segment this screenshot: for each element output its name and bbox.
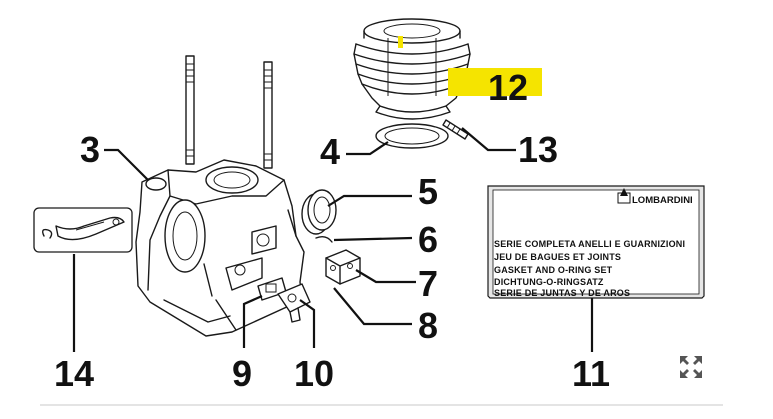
kit-line: SERIE COMPLETA ANELLI E GUARNIZIONI	[494, 239, 685, 249]
callout-5: 5	[418, 171, 438, 212]
callout-12: 12	[488, 67, 528, 108]
expand-arrows-icon[interactable]	[676, 352, 706, 382]
divider	[40, 404, 723, 406]
cylinder	[353, 18, 542, 120]
dowel-pin	[442, 119, 469, 140]
kit-line: DICHTUNG-O-RINGSATZ	[494, 277, 604, 287]
cylinder-gasket	[375, 123, 449, 149]
o-ring	[315, 235, 333, 243]
cover-plate	[277, 283, 311, 323]
detail-inset	[33, 207, 133, 253]
kit-card: LOMBARDINI SERIE COMPLETA ANELLI E GUARN…	[487, 185, 705, 299]
highlight-mark	[398, 36, 403, 48]
callout-3: 3	[80, 129, 100, 170]
kit-line: JEU DE BAGUES ET JOINTS	[494, 252, 621, 262]
callout-13: 13	[518, 129, 558, 170]
callout-6: 6	[418, 219, 438, 260]
leader-lines	[72, 127, 594, 352]
callout-11: 11	[572, 353, 610, 394]
callout-9: 9	[232, 353, 252, 394]
breather-valve	[325, 249, 361, 285]
brand-name: LOMBARDINI	[632, 195, 693, 206]
expand-arrows-icon-glyph	[680, 356, 702, 378]
callout-7: 7	[418, 263, 438, 304]
crankcase	[135, 159, 305, 337]
kit-line: SERIE DE JUNTAS Y DE AROS	[494, 288, 630, 298]
kit-line: GASKET AND O-RING SET	[494, 265, 613, 275]
oil-seal	[301, 189, 337, 235]
callout-10: 10	[294, 353, 334, 394]
highlight-mark	[448, 68, 542, 96]
callout-8: 8	[418, 305, 438, 346]
callout-4: 4	[320, 131, 340, 172]
callout-14: 14	[54, 353, 94, 394]
callout-numbers: 3 4 5 6 7 8 9 10 11 12 13 14	[54, 67, 610, 394]
studs	[185, 55, 273, 169]
